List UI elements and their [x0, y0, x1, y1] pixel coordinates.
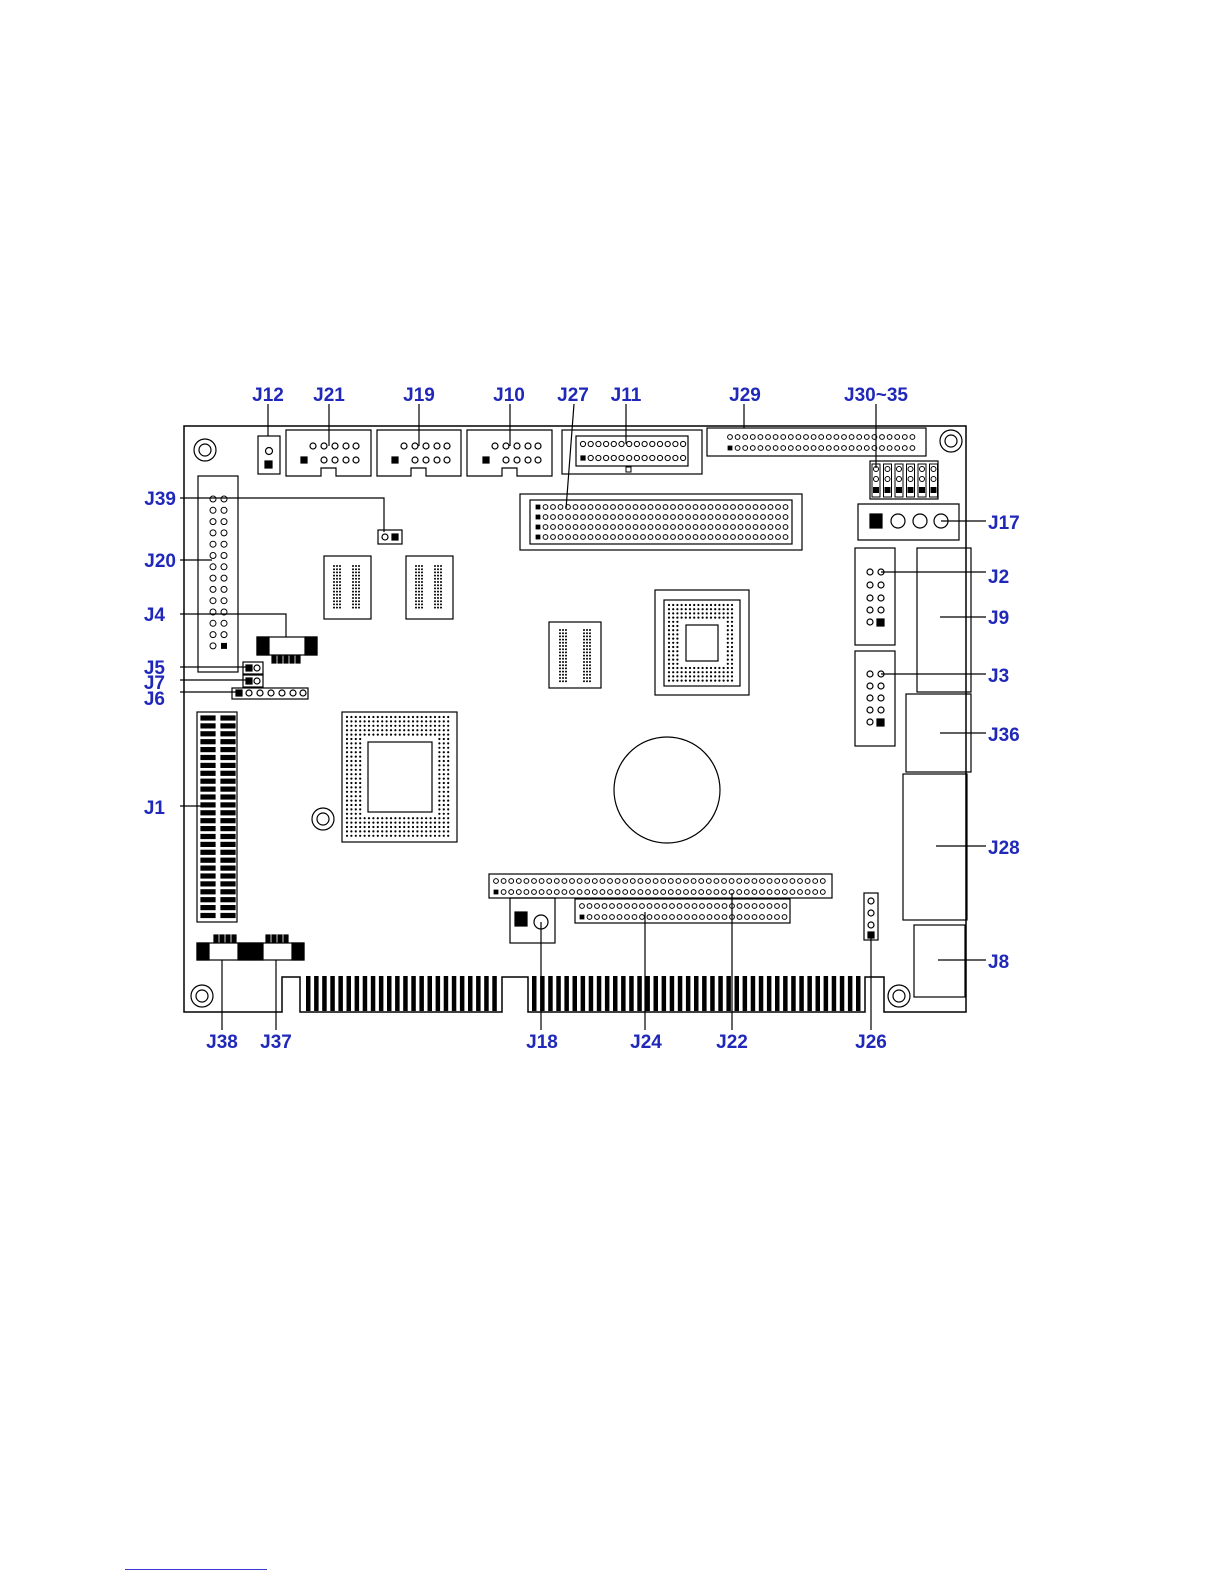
- memory-chip-1: [324, 556, 371, 619]
- board-outline: [184, 426, 966, 1012]
- connector-j12: [258, 436, 280, 474]
- connector-j17: [858, 504, 959, 540]
- connector-j37: [251, 935, 304, 960]
- label-j9: J9: [988, 608, 1009, 629]
- label-j24: J24: [630, 1032, 662, 1053]
- battery: [614, 737, 720, 843]
- connector-j27: [520, 494, 802, 550]
- capacitor: [312, 808, 334, 830]
- connector-j11: [562, 430, 702, 474]
- cpu-bga-large: [342, 712, 457, 842]
- connector-j2: [855, 548, 895, 645]
- label-j29: J29: [729, 385, 761, 406]
- label-j18: J18: [526, 1032, 558, 1053]
- label-j20: J20: [144, 551, 176, 572]
- label-j26: J26: [855, 1032, 887, 1053]
- connector-j18: [510, 898, 555, 943]
- label-j3: J3: [988, 666, 1009, 687]
- label-j38: J38: [206, 1032, 238, 1053]
- connector-j9: [917, 548, 971, 692]
- label-j12: J12: [252, 385, 284, 406]
- chipset-bga-small: [655, 590, 749, 695]
- connector-j39: [378, 530, 402, 544]
- connector-j24: [575, 899, 790, 923]
- connector-j5: [243, 662, 263, 674]
- edge-connector-fingers: [306, 976, 861, 1011]
- connector-j1: [197, 712, 237, 922]
- connector-j8: [914, 925, 965, 997]
- label-j6: J6: [144, 689, 165, 710]
- mounting-hole-bottom-left: [191, 985, 213, 1007]
- label-j30-35: J30~35: [844, 385, 908, 406]
- connector-j29: [707, 428, 926, 456]
- connector-j3: [855, 651, 895, 746]
- connector-j4: [257, 637, 317, 663]
- connector-j22: [489, 874, 832, 898]
- leader-lines: [180, 404, 986, 1030]
- label-j19: J19: [403, 385, 435, 406]
- label-j2: J2: [988, 567, 1009, 588]
- label-j37: J37: [260, 1032, 292, 1053]
- connector-j28: [903, 774, 967, 920]
- components: [197, 428, 971, 1011]
- label-j21: J21: [313, 385, 345, 406]
- label-j10: J10: [493, 385, 525, 406]
- label-j39: J39: [144, 489, 176, 510]
- connector-j26: [864, 893, 878, 940]
- connector-labels: J12 J21 J19 J10 J27 J11 J29 J30~35 J39 J…: [144, 385, 1020, 1053]
- label-j27: J27: [557, 385, 589, 406]
- mounting-hole-bottom-right: [888, 985, 910, 1007]
- label-j1: J1: [144, 798, 166, 819]
- connector-j6: [232, 688, 308, 699]
- mounting-hole-top-left: [194, 439, 216, 461]
- label-j36: J36: [988, 725, 1020, 746]
- label-j4: J4: [144, 605, 166, 626]
- connector-j20: [198, 476, 238, 672]
- connector-j7: [243, 675, 263, 687]
- memory-chip-2: [406, 556, 453, 619]
- memory-chip-3: [549, 622, 601, 688]
- label-j11: J11: [611, 385, 642, 406]
- label-j17: J17: [988, 513, 1020, 534]
- connector-j38: [197, 935, 250, 960]
- footer-rule: [125, 1569, 267, 1570]
- jumpers-j30-35: [870, 461, 938, 499]
- label-j8: J8: [988, 952, 1009, 973]
- mounting-holes: [191, 430, 962, 1007]
- mounting-hole-top-right: [940, 430, 962, 452]
- label-j22: J22: [716, 1032, 748, 1053]
- label-j28: J28: [988, 838, 1020, 859]
